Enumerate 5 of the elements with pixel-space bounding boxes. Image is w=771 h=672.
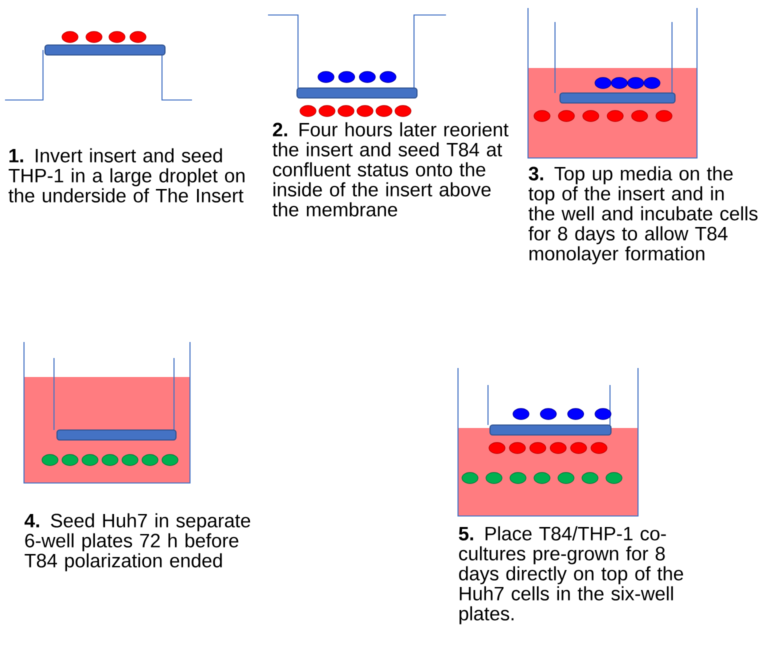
step-text: 5. Place T84/THP-1 co-cultures pre-grown for 8 days directly on top of the Huh7 cells in the six-well plates. xyxy=(458,526,684,624)
step-text: 1. Invert insert and seed THP-1 in a large droplet on the underside of The Insert xyxy=(8,148,244,202)
step-text: 4. Seed Huh7 in separate 6-well plates 72 h before T84 polarization ended xyxy=(24,513,250,572)
step-text: 3. Top up media on the top of the insert and in the well and incubate cells for 8 days to allow T84 monolayer formation xyxy=(528,166,758,264)
step-text: 2. Four hours later reorient the insert and seed T84 at confluent status onto the inside of the insert above the membrane xyxy=(272,122,508,216)
